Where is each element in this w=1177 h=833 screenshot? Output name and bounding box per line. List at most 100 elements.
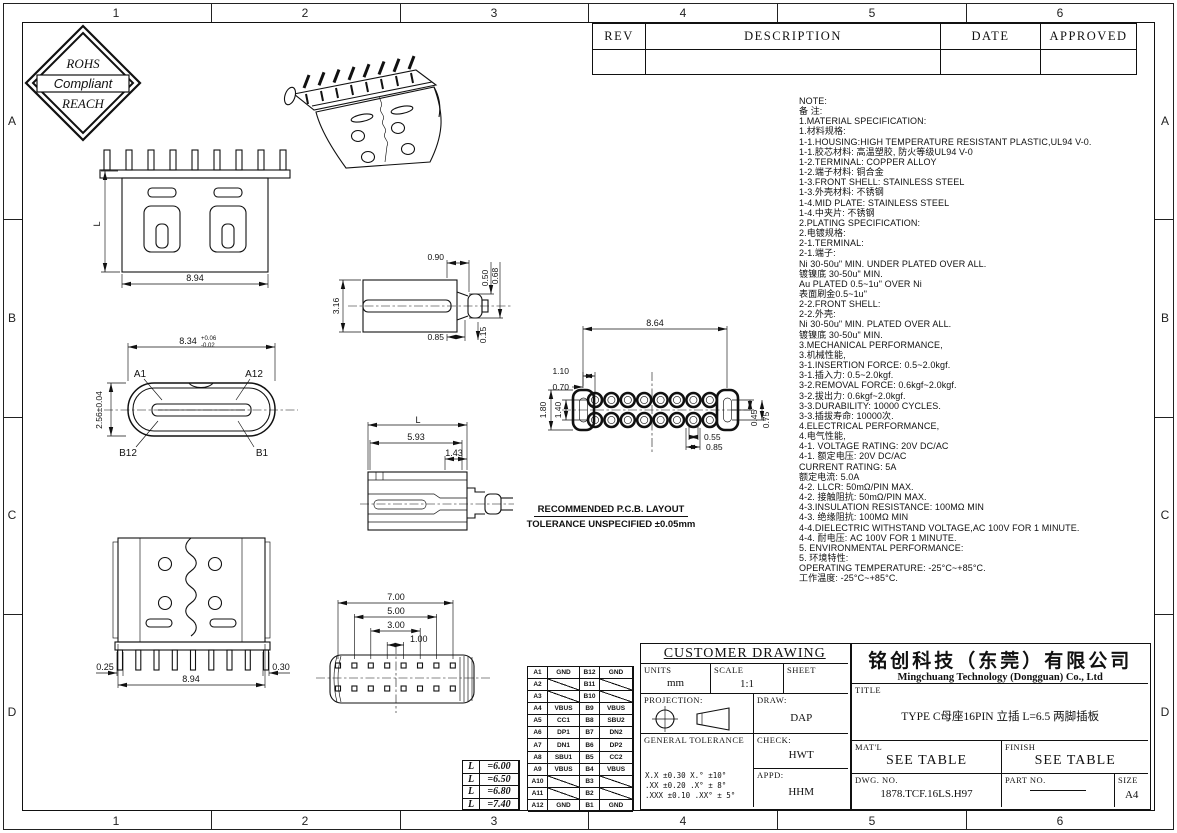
border-tick [3,219,22,221]
customer-drawing-block: CUSTOMER DRAWING UNITS mm SCALE 1:1 SHEE… [640,643,851,810]
pin-cell: GND [548,799,580,812]
pin-cell: B5 [580,751,600,764]
pin-cell: B2 [580,787,600,800]
company-name-en: Mingchuang Technology (Dongguan) Co., Lt… [897,672,1103,683]
pin-cell: CC2 [600,751,633,764]
l-value: =6.80 [480,786,519,799]
zone-col-label: 4 [679,6,687,20]
projection-cell: PROJECTION: [641,694,754,734]
pin-cell: A8 [528,751,548,764]
dim-terminal-bottom-r: 0.15 [478,326,488,343]
dim-pcb-p2: 0.70 [552,382,569,392]
pin-cell: A12 [528,799,548,812]
pin-cell: B8 [580,715,600,728]
pcb-caption-line2: TOLERANCE UNSPECIFIED ±0.05mm [526,519,696,530]
matl-label: MAT'L [855,742,883,752]
border-tick [3,614,22,616]
draw-cell: DRAW: DAP [754,694,849,734]
dim-bottom-4: 1.00 [410,634,428,644]
pin-cell: A2 [528,679,548,692]
pin-cell-nc [600,679,633,692]
l-value: =6.50 [480,773,519,786]
scale-label: SCALE [714,665,744,675]
front-view-body [99,149,291,273]
part-no-label: PART NO. [1005,775,1046,785]
units-value: mm [666,677,685,689]
title-cell: TITLE TYPE C母座16PIN 立插 L=6.5 两脚插板 [852,684,1149,741]
pcb-pads [562,372,750,452]
dim-pcb-b1: 0.55 [704,432,721,442]
sheet-label: SHEET [787,665,816,675]
pin-b12-label: B12 [119,448,137,459]
reach-label: REACH [61,96,104,111]
check-cell: CHECK: HWT [754,734,849,769]
border-tick [400,811,402,830]
size-label: SIZE [1118,775,1138,785]
border-tick [777,811,779,830]
tolerance-values: X.X ±0.30 X.° ±10° .XX ±0.20 .X° ± 8° .X… [645,771,736,801]
zone-row-label: A [1160,114,1169,128]
finish-value: SEE TABLE [1034,753,1116,768]
units-cell: UNITS mm [641,664,711,694]
zone-row-label: B [7,311,16,325]
pin-cell: A6 [528,727,548,740]
dim-pcb-v2: 1.80 [538,401,548,418]
company-name-cn: 铭创科技（东莞）有限公司 [868,651,1133,672]
dim-terminal-right-a: 0.50 [480,269,490,286]
specification-notes: NOTE: 备 注: 1.MATERIAL SPECIFICATION: 1.材… [799,96,1092,584]
pin-cell: DN2 [600,727,633,740]
pin-cell: DP1 [548,727,580,740]
l-value: =7.40 [480,798,519,811]
face-view-body [104,382,298,437]
pin-cell: B11 [580,679,600,692]
appd-label: APPD: [757,770,784,780]
title-label: TITLE [855,685,882,695]
scale-value: 1:1 [739,678,755,690]
pin-cell: VBUS [600,703,633,716]
size-cell: SIZE A4 [1115,774,1148,807]
pin-cell: GND [548,667,580,680]
pin-cell-nc [548,787,580,800]
zone-row-label: C [1160,508,1170,522]
pcb-layout-drawing: 8.64 1.10 0.70 1.40 1.80 0.55 0.85 [538,318,771,452]
isometric-view-drawing [283,55,442,169]
dim-face-tol-plus: +0.06 [201,336,217,342]
pin-cell-nc [600,787,633,800]
company-title-block: 铭创科技（东莞）有限公司 Mingchuang Technology (Dong… [851,643,1151,810]
side-view-drawing: L 5.93 1.43 [360,415,514,531]
dim-front-height: L [92,221,102,226]
pin-cell-nc [600,775,633,788]
zone-col-label: 2 [301,814,309,828]
pin-cell: A5 [528,715,548,728]
zone-col-label: 6 [1056,814,1064,828]
zone-col-label: 5 [868,814,876,828]
scale-cell: SCALE 1:1 [711,664,784,694]
border-tick [1155,614,1174,616]
dim-side-inner: 1.43 [445,448,463,458]
pin-cell: B1 [580,799,600,812]
dim-face-height: 2.56±0.04 [94,391,104,429]
finish-cell: FINISH SEE TABLE [1002,741,1149,774]
border-tick [1155,417,1174,419]
zone-col-label: 1 [112,814,120,828]
face-view-pin-labels: A1 A12 B12 B1 [119,369,268,459]
pcb-layout-caption: RECOMMENDED P.C.B. LAYOUT TOLERANCE UNSP… [505,502,717,532]
drawing-title: TYPE C母座16PIN 立插 L=6.5 两脚插板 [901,711,1100,723]
dim-bottom-1: 7.00 [387,592,405,602]
dim-pcb-p1: 1.10 [552,366,569,376]
back-view-body [112,537,271,671]
dim-bottom-3: 3.00 [387,620,405,630]
pin-cell: B7 [580,727,600,740]
zone-row-label: B [1160,311,1169,325]
pin-cell-nc [548,679,580,692]
pin-cell: A7 [528,739,548,752]
rev-header: REV [593,24,646,50]
border-tick [588,3,590,22]
pin-cell-nc [548,775,580,788]
zone-row-label: D [1160,705,1170,719]
dim-front-width: 8.94 [186,273,204,283]
dim-terminal-left: 3.16 [331,297,341,314]
compliant-label: Compliant [54,76,114,91]
